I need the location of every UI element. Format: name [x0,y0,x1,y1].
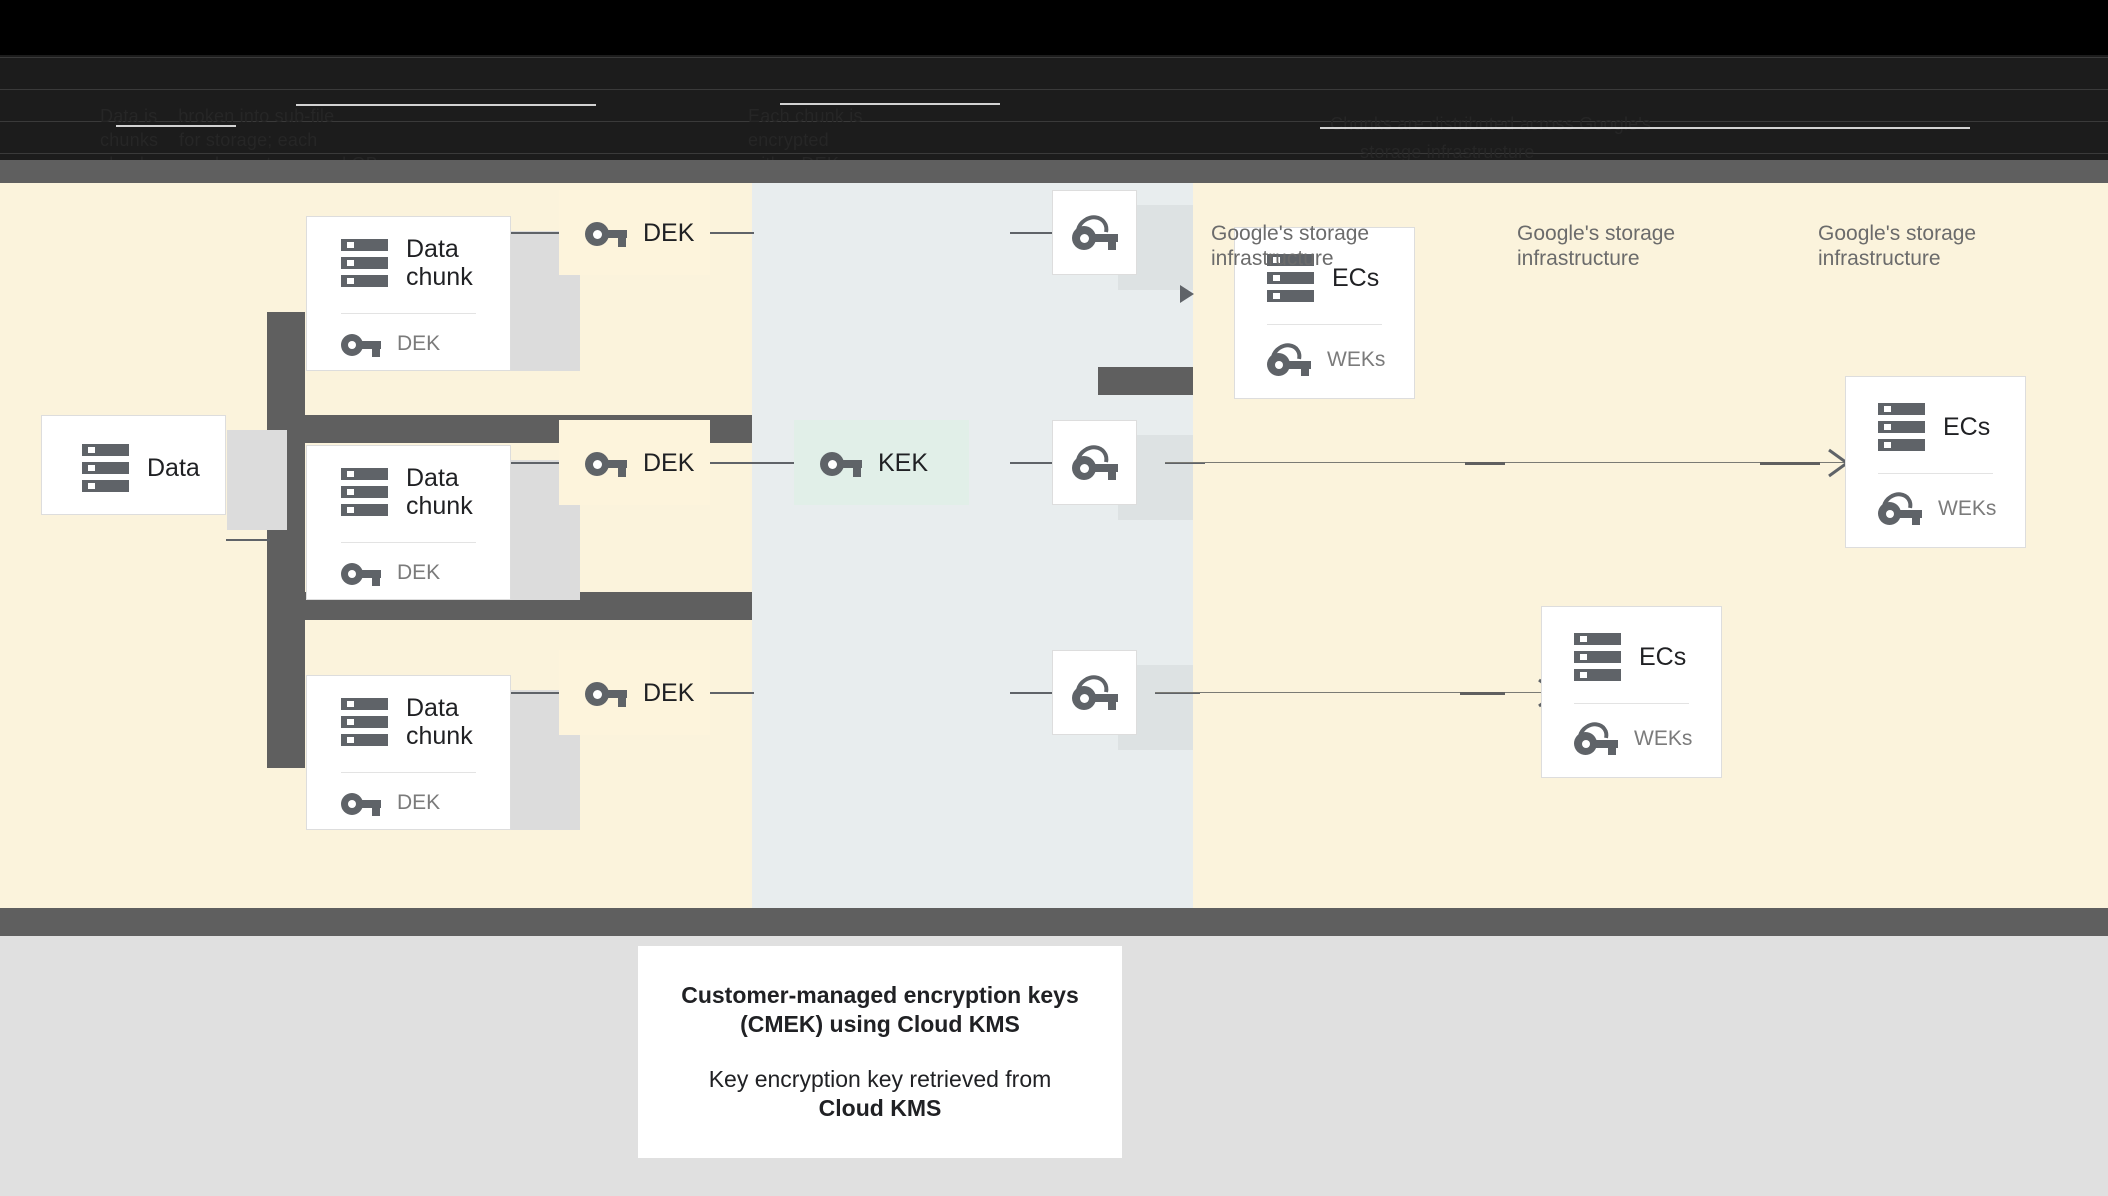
infra-label-1: Google's storage infrastructure [1211,222,1370,270]
arrow-segment-start-row3 [1155,692,1200,694]
ec-card-title: ECs [1639,643,1687,671]
ec-card-key-label: WEKs [1327,348,1386,371]
connector-dek3-to-column [710,692,754,694]
kek-box: KEK [794,420,969,505]
arrow-line-row3 [1155,692,1555,693]
key-icon [585,219,627,247]
ec-card-2: ECs WEKs [1845,376,2026,548]
chunk-card-1: Data chunk DEK [306,216,511,371]
dek-box-label: DEK [643,678,695,707]
ec-card-key-label: WEKs [1634,727,1693,750]
ec-card-1: ECs WEKs [1234,227,1415,399]
arrow-segment-start-row2 [1165,462,1205,464]
storage-stack-icon [341,239,388,287]
connector-chunk3-to-dek3 [511,692,559,694]
header-text-line-2: chunks for storage; each [100,130,318,150]
header-text-line-4: Each chunk is [748,106,863,126]
header-text-line-5: encrypted [748,130,829,150]
ec-card-3: ECs WEKs [1541,606,1722,778]
arrow-segment-end-row3 [1460,692,1505,695]
chunk-card-key-label: DEK [397,332,441,355]
diagram-canvas: Data Data chunk [0,183,2108,908]
double-key-icon [1571,716,1618,758]
storage-stack-icon [341,698,388,746]
header-black-band [0,0,2108,55]
wek-box-3 [1052,650,1137,735]
arrow-segment-mid-row2 [1465,462,1505,465]
caption-box: Customer-managed encryption keys (CMEK) … [638,946,1122,1158]
chunk-card-title: Data chunk [406,464,473,520]
chunk-card-3: Data chunk DEK [306,675,511,830]
storage-stack-icon [1878,403,1925,451]
caption-title-line-2: (CMEK) using Cloud KMS [740,1011,1020,1037]
double-key-icon [1068,668,1118,713]
connector-data-to-trunk [226,539,270,541]
infra-label-2: Google's storage infrastructure [1517,222,1676,270]
branch-bar-wek [1098,367,1193,395]
key-icon [585,679,627,707]
header-divider-bar [0,160,2108,183]
key-icon [341,790,381,816]
key-icon [585,449,627,477]
key-icon [341,560,381,586]
double-key-icon [1264,337,1311,379]
double-key-icon [1068,208,1118,253]
header-text-line-8: storage infrastructure [1360,142,1535,162]
chunk-card-key-label: DEK [397,561,441,584]
caption-body-line-1: Key encryption key retrieved from [708,1066,1052,1092]
arrow-segment-end-row2 [1760,462,1820,465]
arrow-line-row2 [1165,462,1845,463]
storage-stack-icon [1267,254,1314,302]
double-key-icon [1875,486,1922,528]
connector-chunk1-to-dek1 [511,232,559,234]
connector-kek-to-wek2 [1010,462,1052,464]
double-key-icon [1068,438,1118,483]
header-text-line-1: Data is broken into sub-file [100,106,335,126]
connector-dek2-to-kek [710,462,794,464]
arrow-head-to-ec1 [1180,285,1194,303]
infra-label-3: Google's storage infrastructure [1818,222,1977,270]
ec-card-title: ECs [1332,264,1380,292]
data-card-label: Data [147,454,200,482]
dek-box-label: DEK [643,218,695,247]
caption-title-line-1: Customer-managed encryption keys [681,982,1079,1008]
key-icon [341,331,381,357]
header-text-line-7: Chunks are distributed across Google's [1330,114,1652,134]
chunk-card-key-label: DEK [397,791,441,814]
connector-kek-to-wek3 [1010,692,1052,694]
chunk-card-2: Data chunk DEK [306,445,511,600]
wek-box-1 [1052,190,1137,275]
dek-box-1: DEK [559,190,710,275]
storage-stack-icon [82,444,129,492]
storage-stack-icon [341,468,388,516]
chunk-card-title: Data chunk [406,694,473,750]
dek-box-label: DEK [643,448,695,477]
column-middle-bluegray [752,183,1193,908]
ec-card-key-label: WEKs [1938,497,1997,520]
chunk-card-title: Data chunk [406,235,473,291]
data-card: Data [41,415,226,515]
caption-body-line-2: Cloud KMS [818,1095,942,1121]
dek-box-3: DEK [559,650,710,735]
dek-box-2: DEK [559,420,710,505]
connector-dek1-to-column [710,232,754,234]
connector-chunk2-to-dek2 [511,462,559,464]
connector-kek-to-wek1 [1010,232,1052,234]
key-icon [820,449,862,477]
storage-stack-icon [1574,633,1621,681]
wek-box-2 [1052,420,1137,505]
data-card-shadow [227,430,287,530]
header-obscured-text-band: Data is broken into sub-file chunks for … [0,55,2108,177]
footer-divider-bar [0,908,2108,936]
kek-box-label: KEK [878,448,929,477]
ec-card-title: ECs [1943,413,1991,441]
trunk-vertical-bar [267,312,305,768]
